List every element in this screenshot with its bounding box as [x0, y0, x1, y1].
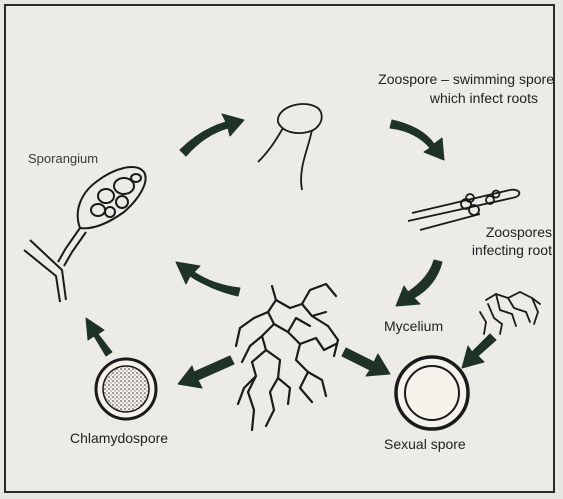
mycelium-label: Mycelium	[384, 318, 443, 335]
arrow-mycelium-to-sporangium	[176, 262, 240, 296]
zoospores-infecting-label-line1: Zoospores	[430, 224, 552, 241]
arrow-mycelium-to-sexual-spore	[342, 348, 390, 376]
mycelium-fragment-drawing	[480, 292, 540, 334]
zoospore-label-line1: Zoospore – swimming spore	[318, 71, 554, 88]
arrow-to-zoospore	[180, 114, 244, 156]
arrow-to-root	[390, 120, 444, 160]
zoospore-label-line2: which infect roots	[318, 90, 538, 107]
arrow-chlamydospore-to-sporangium	[86, 318, 112, 356]
chlamydospore-label: Chlamydospore	[70, 430, 168, 447]
sporangium-label: Sporangium	[28, 150, 98, 167]
sexual-spore-drawing	[396, 357, 468, 429]
arrow-to-mycelium	[396, 260, 442, 306]
chlamydospore-drawing	[96, 359, 156, 419]
sexual-spore-label: Sexual spore	[384, 436, 466, 453]
arrow-mycelium-to-chlamydospore	[178, 356, 234, 388]
zoospore-drawing	[258, 104, 322, 190]
zoospores-infecting-label-line2: infecting root	[420, 242, 552, 259]
mycelium-drawing	[236, 284, 338, 430]
arrow-fragment-to-sexual-spore	[462, 334, 496, 368]
sporangium-drawing	[24, 167, 146, 302]
